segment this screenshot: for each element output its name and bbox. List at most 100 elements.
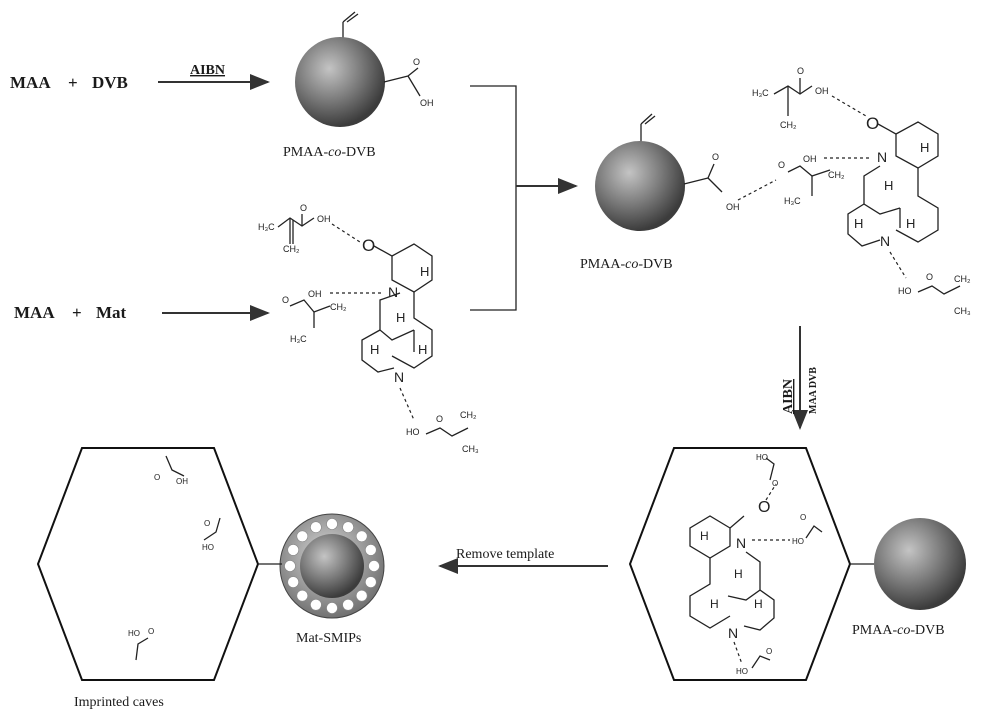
pore [368, 560, 380, 572]
particle-pmaa-middle: O OH [595, 113, 777, 231]
svg-text:H: H [754, 597, 763, 611]
pore [355, 530, 368, 543]
svg-text:OH: OH [176, 477, 188, 486]
svg-text:O: O [712, 152, 719, 162]
svg-text:O: O [154, 473, 160, 482]
svg-text:H: H [906, 216, 915, 231]
plus-sign-2: + [72, 303, 82, 322]
svg-text:O: O [413, 57, 420, 67]
svg-text:N: N [388, 284, 398, 300]
svg-text:CH₂: CH₂ [828, 170, 845, 180]
svg-text:H: H [710, 597, 719, 611]
svg-text:H: H [854, 216, 863, 231]
svg-text:O: O [866, 114, 879, 133]
pore [342, 521, 354, 534]
carboxyl-bond [383, 75, 409, 83]
svg-text:N: N [728, 625, 738, 641]
svg-text:O: O [300, 203, 307, 213]
svg-text:H: H [884, 178, 893, 193]
svg-text:O: O [766, 647, 772, 656]
imprinted-pores [284, 518, 380, 614]
svg-text:O: O [778, 160, 785, 170]
svg-text:H₃C: H₃C [752, 88, 769, 98]
svg-text:H: H [700, 529, 709, 543]
svg-text:H: H [370, 342, 379, 357]
svg-text:CH₂: CH₂ [954, 274, 971, 284]
pore [326, 602, 338, 614]
pore [342, 598, 354, 611]
svg-text:N: N [394, 369, 404, 385]
svg-text:CH₃: CH₃ [954, 306, 971, 316]
pore [310, 521, 322, 534]
svg-text:HO: HO [128, 629, 140, 638]
svg-text:N: N [880, 233, 890, 249]
svg-text:N: N [736, 535, 746, 551]
svg-text:CH₂: CH₂ [283, 244, 300, 254]
polymer-label-bottom: PMAA-co-DVB [852, 623, 945, 638]
svg-text:HO: HO [756, 453, 768, 462]
svg-text:OH: OH [726, 202, 740, 212]
imprinted-caves: O OH O HO HO O [36, 447, 282, 681]
svg-text:O: O [282, 295, 289, 305]
pore [364, 544, 377, 556]
matrine-complex-right: H₃C CH₂ O OH O N H H H H N OH O CH₂ H₃C … [752, 66, 971, 316]
svg-text:OH: OH [420, 98, 434, 108]
svg-text:H₃C: H₃C [258, 222, 275, 232]
svg-text:O: O [204, 519, 210, 528]
particle-pmaa-top: O OH [295, 11, 434, 127]
svg-text:O: O [436, 414, 443, 424]
reactants-bottom: MAA + Mat [14, 303, 127, 322]
svg-text:H₃C: H₃C [784, 196, 801, 206]
svg-text:H₃C: H₃C [290, 334, 307, 344]
svg-text:OH: OH [317, 214, 331, 224]
polymer-sphere [295, 37, 385, 127]
remove-template-label: Remove template [456, 547, 554, 562]
reactant-mat: Mat [96, 303, 127, 322]
svg-text:O: O [148, 627, 154, 636]
svg-text:CH₃: CH₃ [462, 444, 479, 454]
svg-text:CH₂: CH₂ [330, 302, 347, 312]
svg-text:O: O [772, 479, 778, 488]
merge-bracket [470, 85, 517, 311]
reactant-maa-2: MAA [14, 303, 55, 322]
svg-text:HO: HO [406, 427, 420, 437]
svg-text:O: O [926, 272, 933, 282]
initiator-aibn-top: AIBN [190, 63, 225, 78]
initiator-aibn-side: AIBN [781, 379, 796, 414]
pore [287, 544, 300, 556]
svg-text:O: O [758, 499, 770, 516]
pore [284, 560, 296, 572]
svg-text:H: H [396, 310, 405, 325]
polymer-label-middle: PMAA-co-DVB [580, 257, 673, 272]
svg-text:CH₂: CH₂ [460, 410, 477, 420]
svg-text:H: H [920, 140, 929, 155]
svg-text:H: H [418, 342, 427, 357]
product-particle [279, 513, 385, 619]
pore [287, 576, 300, 588]
polymer-label-top: PMAA-co-DVB [283, 145, 376, 160]
svg-text:CH₂: CH₂ [780, 120, 797, 130]
svg-text:HO: HO [898, 286, 912, 296]
imprinted-polymer-with-template: O N H H H H N HO O HO O HO O [628, 447, 966, 681]
product-label: Mat-SMIPs [296, 631, 361, 646]
svg-text:H: H [420, 264, 429, 279]
svg-text:HO: HO [792, 537, 804, 546]
svg-text:HO: HO [736, 667, 748, 676]
svg-text:OH: OH [308, 289, 322, 299]
pore [310, 598, 322, 611]
pore [364, 576, 377, 588]
svg-text:HO: HO [202, 543, 214, 552]
reactant-maa: MAA [10, 73, 51, 92]
reactant-dvb: DVB [92, 73, 128, 92]
svg-text:H: H [734, 567, 743, 581]
svg-text:OH: OH [815, 86, 829, 96]
matrine-complex-left: H₃C CH₂ O OH O N H H H H N OH O CH₂ H₃C … [258, 203, 479, 454]
plus-sign: + [68, 73, 78, 92]
svg-text:O: O [362, 236, 375, 255]
pore [326, 518, 338, 530]
svg-text:OH: OH [803, 154, 817, 164]
initiator-monomers-side: MAA DVB [808, 367, 819, 414]
pore [296, 589, 309, 602]
svg-text:O: O [800, 513, 806, 522]
